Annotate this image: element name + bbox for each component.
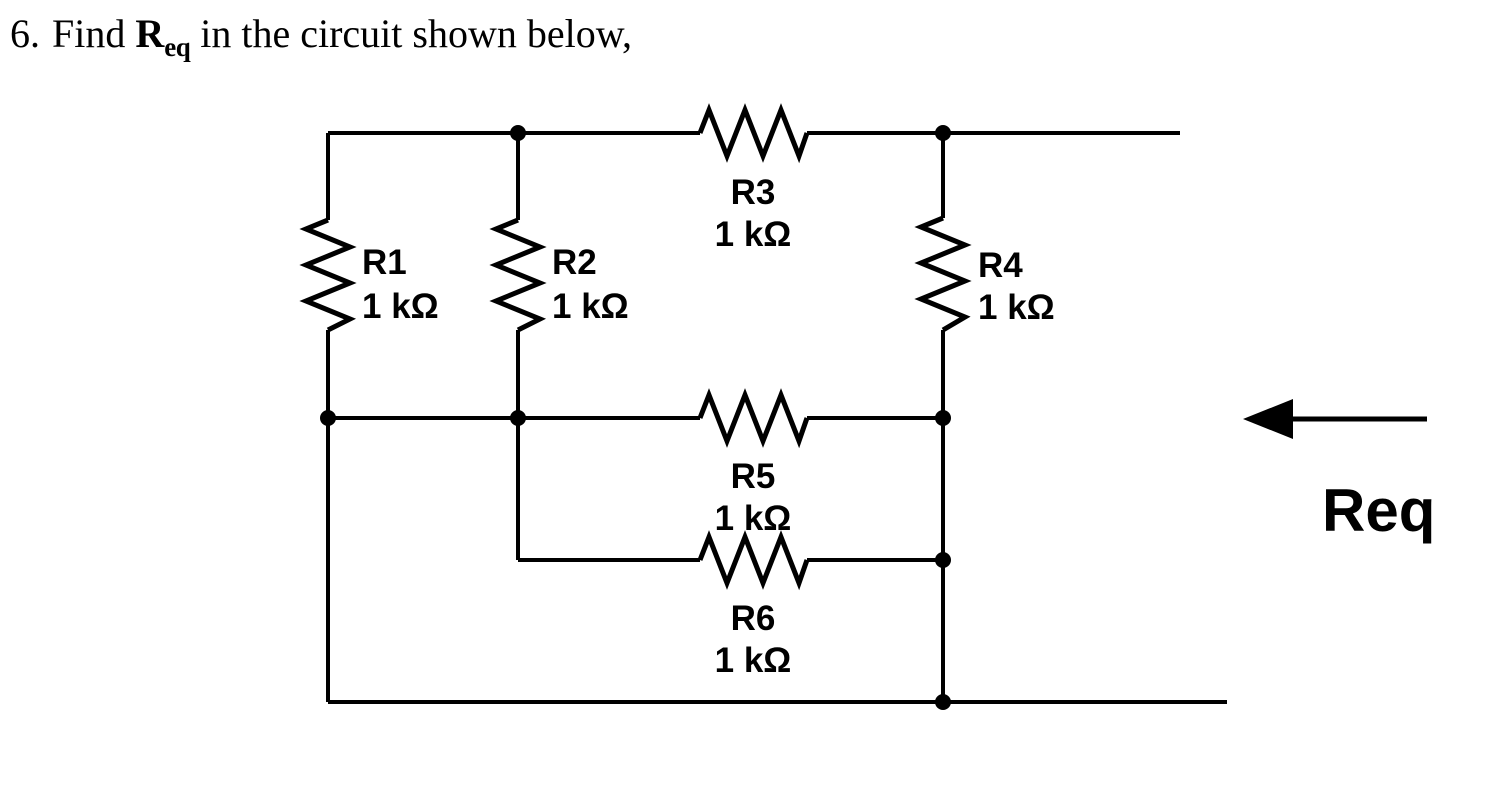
resistor-r3-zigzag <box>697 103 810 164</box>
resistor-r1-label: R1 <box>362 243 407 282</box>
resistor-r1-value: 1 kΩ <box>362 287 439 326</box>
junction-dot <box>320 410 336 426</box>
junction-dot <box>935 552 951 568</box>
problem-title: 6. Find Req in the circuit shown below, <box>10 10 632 63</box>
resistor-r4-zigzag <box>914 215 972 333</box>
title-word-find: Find <box>52 11 126 56</box>
resistor-r3-value: 1 kΩ <box>715 215 792 254</box>
resistor-r5-value: 1 kΩ <box>715 499 792 538</box>
req-label: Req <box>1322 477 1435 544</box>
resistor-r6-value: 1 kΩ <box>715 641 792 680</box>
resistor-r2-label: R2 <box>552 243 597 282</box>
title-req-subscript: eq <box>164 32 191 62</box>
title-rest: in the circuit shown below, <box>200 11 633 56</box>
junction-dot <box>510 125 526 141</box>
resistor-r6-zigzag <box>697 530 810 591</box>
junction-dot <box>935 125 951 141</box>
resistor-r6-label: R6 <box>731 599 776 638</box>
title-req-symbol: R <box>135 11 165 56</box>
resistor-r4-value: 1 kΩ <box>978 288 1055 327</box>
resistor-r5-label: R5 <box>731 457 776 496</box>
resistor-r3-label: R3 <box>731 173 776 212</box>
junction-dot <box>935 410 951 426</box>
resistor-r2-value: 1 kΩ <box>552 287 629 326</box>
resistor-r1-zigzag <box>299 217 357 333</box>
junction-dot <box>935 694 951 710</box>
resistor-r2-zigzag <box>489 217 547 333</box>
junction-dot <box>510 410 526 426</box>
req-arrow-head-icon <box>1243 399 1293 439</box>
req-arrow <box>1243 399 1427 439</box>
problem-number: 6. <box>10 11 40 56</box>
resistor-r5-zigzag <box>697 388 810 449</box>
resistor-r4-label: R4 <box>978 246 1023 285</box>
